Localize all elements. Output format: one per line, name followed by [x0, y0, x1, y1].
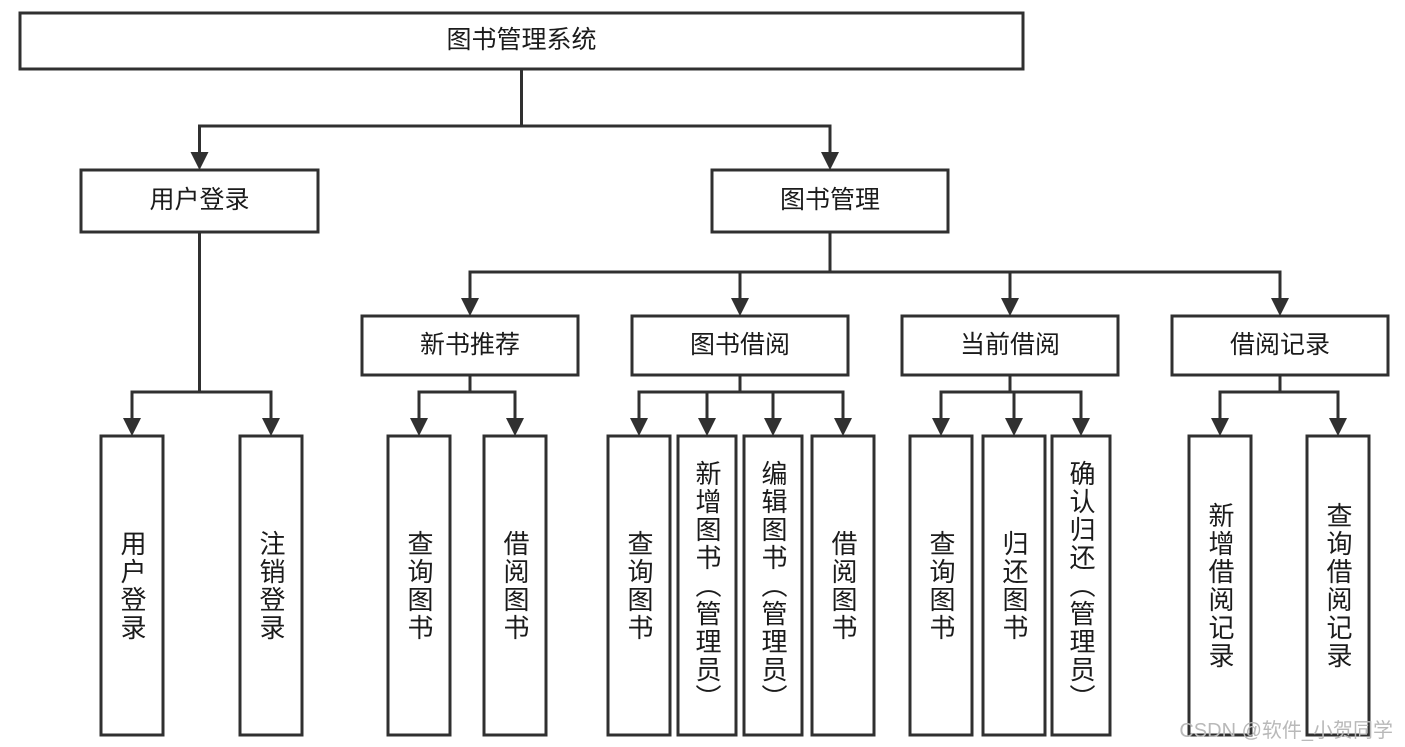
- arrow-head: [630, 418, 648, 436]
- arrow-head: [461, 298, 479, 316]
- node-box-leaf-return-book: [981, 434, 1047, 737]
- node-box-leaf-query-book-2: [606, 434, 672, 737]
- arrow-head: [1329, 418, 1347, 436]
- node-box-leaf-query-book-1: [386, 434, 452, 737]
- arrow-head: [1005, 418, 1023, 436]
- node-box-leaf-borrow-book-2: [810, 434, 876, 737]
- edge-layer: [123, 67, 1347, 436]
- arrow-head: [1211, 418, 1229, 436]
- node-box-book-manage: [710, 168, 950, 234]
- arrow-head: [410, 418, 428, 436]
- arrow-head: [698, 418, 716, 436]
- node-box-leaf-query-book-3: [908, 434, 974, 737]
- node-box-borrow-record: [1170, 314, 1390, 377]
- arrow-head: [506, 418, 524, 436]
- node-box-leaf-user-login: [99, 434, 165, 737]
- arrow-head: [731, 298, 749, 316]
- arrow-head: [1271, 298, 1289, 316]
- arrow-head: [932, 418, 950, 436]
- node-box-leaf-edit-book: [742, 434, 804, 737]
- arrow-head: [1072, 418, 1090, 436]
- arrow-head: [123, 418, 141, 436]
- node-box-root: [18, 11, 1025, 71]
- node-box-current-borrow: [900, 314, 1120, 377]
- node-box-new-book-rec: [360, 314, 580, 377]
- node-box-leaf-query-record: [1305, 434, 1371, 737]
- arrow-head: [764, 418, 782, 436]
- node-box-leaf-borrow-book-1: [482, 434, 548, 737]
- node-box-leaf-user-logout: [238, 434, 304, 737]
- arrow-head: [262, 418, 280, 436]
- arrow-head: [834, 418, 852, 436]
- arrow-head: [1001, 298, 1019, 316]
- node-layer: [18, 11, 1390, 737]
- node-box-user-login: [79, 168, 320, 234]
- arrow-head: [190, 152, 209, 170]
- node-box-leaf-confirm-ret: [1050, 434, 1112, 737]
- arrow-head: [821, 152, 839, 170]
- node-box-leaf-add-book: [676, 434, 738, 737]
- node-box-leaf-add-record: [1187, 434, 1253, 737]
- node-box-book-borrow: [630, 314, 850, 377]
